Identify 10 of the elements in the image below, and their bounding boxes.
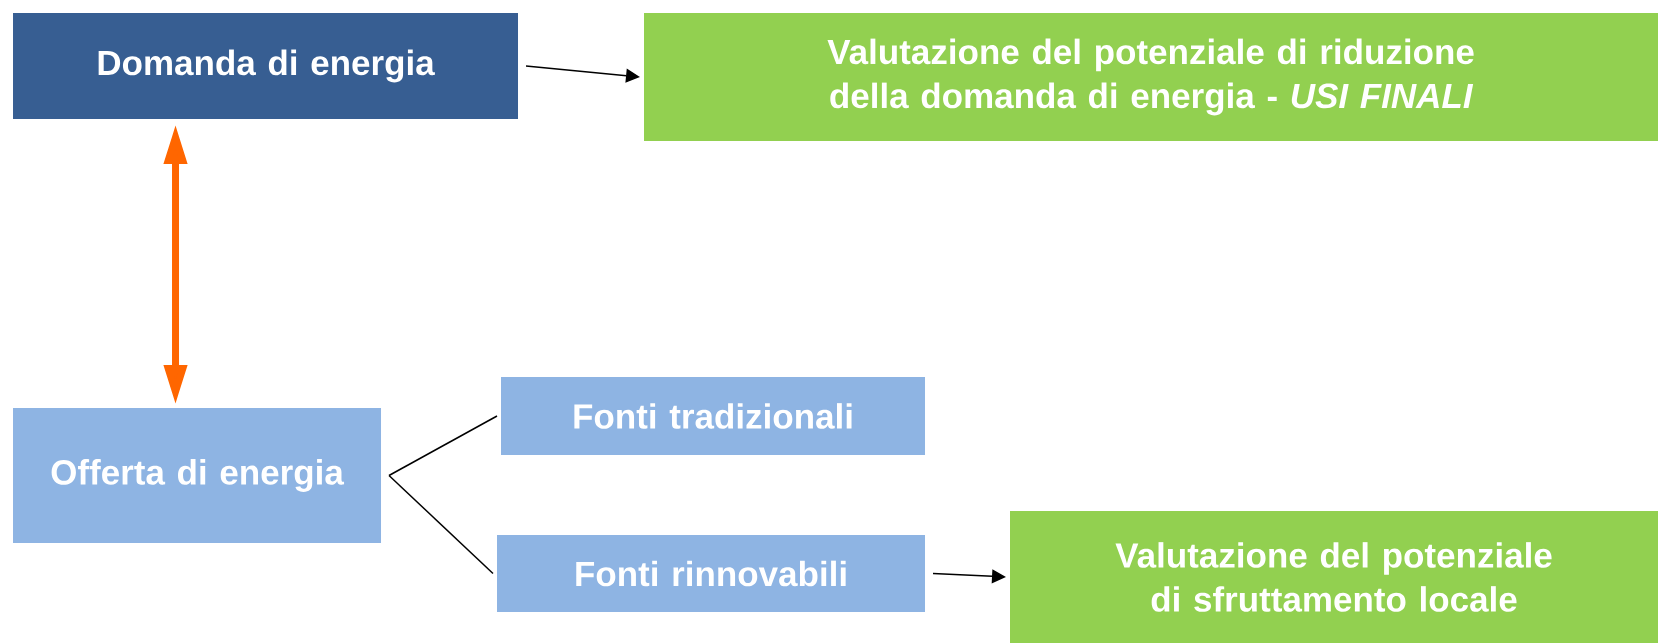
result-box: Valutazione del potenziale di riduzione della domanda di energia - USI FINALI: [644, 13, 1658, 141]
source-box: Fonti rinnovabili: [497, 535, 925, 612]
connector-line: [388, 415, 498, 477]
result-box: Valutazione del potenziale di sfruttamento locale: [1010, 511, 1658, 643]
arrow: [932, 569, 1006, 584]
connector-line: [388, 474, 494, 575]
process-box: Domanda di energia: [13, 13, 518, 119]
arrow: [525, 65, 640, 83]
process-box: Offerta di energia: [13, 408, 381, 543]
source-box: Fonti tradizionali: [501, 377, 925, 455]
